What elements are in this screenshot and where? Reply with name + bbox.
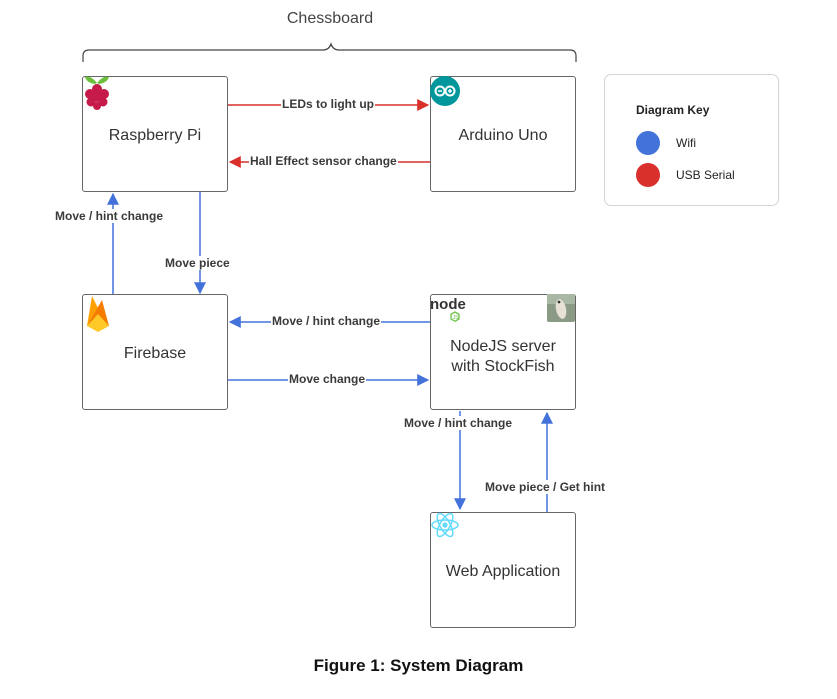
svg-text:JS: JS bbox=[453, 315, 460, 321]
arduino-icon bbox=[430, 76, 460, 106]
firebase-label: Firebase bbox=[123, 345, 187, 362]
edge-label-pi-to-fb: Move piece bbox=[164, 256, 231, 270]
nodejs-server-label-line2: with StockFish bbox=[451, 358, 555, 375]
legend-swatch-usb-serial bbox=[636, 163, 660, 187]
nodejs-icon: node JS bbox=[430, 296, 466, 323]
edge-label-node-to-fb: Move / hint change bbox=[271, 314, 382, 328]
web-application-node: Web Application bbox=[430, 512, 576, 628]
arduino-label: Arduino Uno bbox=[458, 127, 548, 144]
figure-caption: Figure 1: System Diagram bbox=[313, 656, 524, 675]
edge-label-fb-to-pi: Move / hint change bbox=[54, 209, 165, 223]
edge-label-node-to-web: Move / hint change bbox=[403, 416, 514, 430]
legend-label-wifi: Wifi bbox=[676, 136, 696, 150]
legend-swatch-wifi bbox=[636, 131, 660, 155]
diagram-key-title: Diagram Key bbox=[636, 103, 710, 117]
firebase-node: Firebase bbox=[82, 294, 228, 410]
edge-label-web-to-node: Move piece / Get hint bbox=[484, 480, 607, 494]
nodejs-server-label-line1: NodeJS server bbox=[450, 338, 556, 355]
edge-label-leds: LEDs to light up bbox=[281, 97, 375, 111]
diagram-key: Diagram Key Wifi USB Serial bbox=[604, 74, 779, 206]
chessboard-group-title: Chessboard bbox=[286, 10, 374, 27]
nodejs-server-label: NodeJS server with StockFish bbox=[450, 327, 556, 377]
legend-label-usb-serial: USB Serial bbox=[676, 168, 735, 182]
svg-text:node: node bbox=[430, 296, 466, 313]
react-icon bbox=[431, 512, 459, 538]
web-application-label: Web Application bbox=[445, 563, 561, 580]
raspberry-pi-icon bbox=[85, 76, 109, 110]
firebase-icon bbox=[87, 296, 109, 332]
edge-label-hall: Hall Effect sensor change bbox=[249, 154, 398, 168]
stockfish-icon bbox=[547, 294, 575, 322]
chessboard-brace bbox=[82, 42, 577, 62]
edge-label-fb-to-node: Move change bbox=[288, 372, 367, 386]
raspberry-pi-label: Raspberry Pi bbox=[108, 127, 202, 144]
